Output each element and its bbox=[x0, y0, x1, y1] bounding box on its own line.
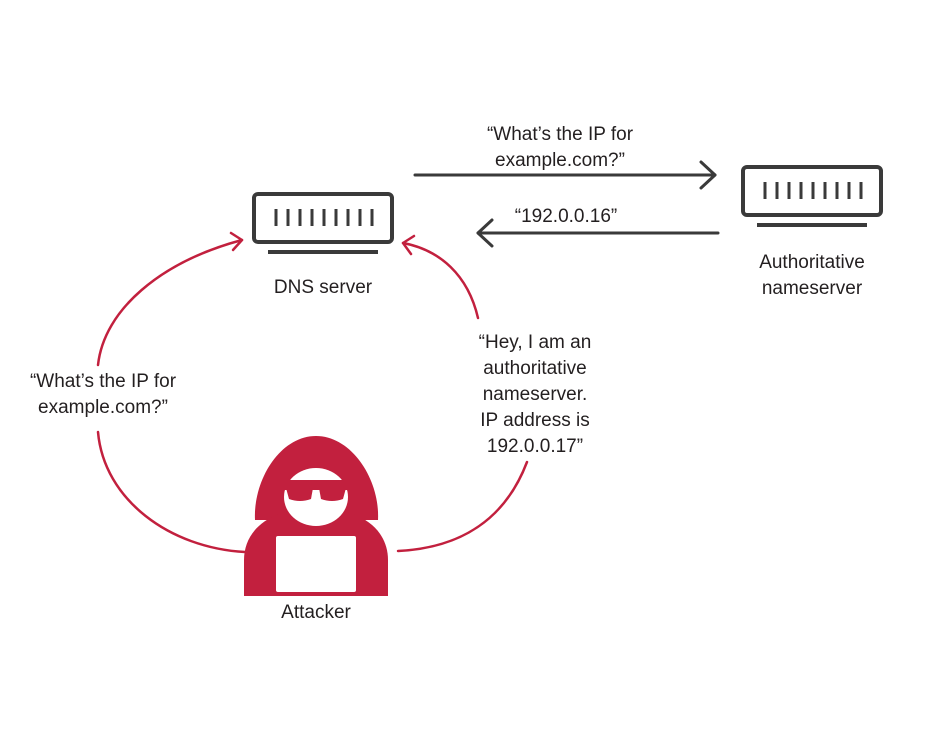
authoritative-server-icon bbox=[741, 165, 883, 227]
dns-server-label: DNS server bbox=[273, 277, 373, 298]
query-message-line-1: “What’s the IP for bbox=[486, 124, 634, 145]
hooded-hacker-icon bbox=[244, 436, 388, 596]
attacker-query-arc bbox=[96, 231, 247, 554]
attacker-spoof-line-1: “Hey, I am an bbox=[478, 332, 592, 353]
query-message-line-2: example.com?” bbox=[495, 150, 625, 171]
reply-arrow bbox=[476, 218, 720, 248]
attacker-spoof-line-5: 192.0.0.17” bbox=[486, 436, 584, 457]
attacker-query-message: “What’s the IP for example.com?” bbox=[0, 369, 206, 421]
attacker-spoof-line-4: IP address is bbox=[480, 410, 590, 431]
authoritative-label-line-1: Authoritative bbox=[759, 252, 865, 273]
attacker-label: Attacker bbox=[281, 602, 351, 623]
attacker-query-line-2: example.com?” bbox=[38, 397, 168, 418]
dns-server-icon bbox=[252, 192, 394, 254]
attacker-spoof-message: “Hey, I am an authoritative nameserver. … bbox=[445, 330, 625, 460]
query-arrow bbox=[413, 160, 717, 190]
attacker-spoof-arc bbox=[396, 234, 529, 553]
authoritative-label-line-2: nameserver bbox=[761, 278, 863, 299]
attacker-query-line-1: “What’s the IP for bbox=[29, 371, 177, 392]
attacker-spoof-line-3: nameserver. bbox=[482, 384, 588, 405]
query-message: “What’s the IP for example.com?” bbox=[455, 122, 665, 174]
authoritative-nameserver-label: Authoritative nameserver bbox=[742, 250, 882, 302]
reply-message: “192.0.0.16” bbox=[514, 206, 618, 227]
attacker-spoof-line-2: authoritative bbox=[483, 358, 587, 379]
